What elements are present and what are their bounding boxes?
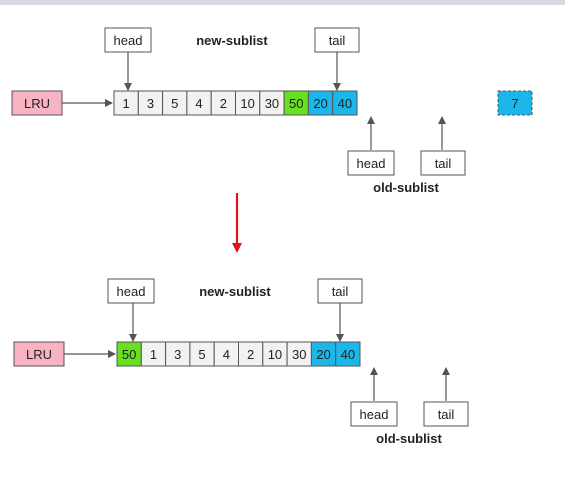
before-old-tail-box <box>420 150 466 176</box>
before-new-head-box <box>104 27 152 53</box>
after-cell-9 <box>335 341 361 367</box>
after-cell-value-1: 1 <box>150 347 157 362</box>
after-new-tail-box <box>317 278 363 304</box>
after-new-sublist-label: new-sublist <box>199 284 271 299</box>
after-old-sublist-label: old-sublist <box>376 431 442 446</box>
after-cell-2 <box>165 341 191 367</box>
before-cell-6 <box>259 90 285 116</box>
before-cell-9 <box>332 90 358 116</box>
after-cell-value-9: 40 <box>341 347 355 362</box>
before-lru-box <box>11 90 63 116</box>
after-cell-value-7: 30 <box>292 347 306 362</box>
before-cell-value-9: 40 <box>338 96 352 111</box>
before-incoming-box <box>497 90 533 116</box>
before-old-head-box <box>347 150 395 176</box>
after-cell-value-3: 5 <box>198 347 205 362</box>
before-cell-row: 1 3 5 4 2 10 30 50 20 40 <box>113 90 358 116</box>
before-old-sublist-label: old-sublist <box>373 180 439 195</box>
before-new-sublist-label: new-sublist <box>196 33 268 48</box>
before-incoming-value: 7 <box>511 96 518 111</box>
before-cell-7 <box>283 90 309 116</box>
after-cell-5 <box>238 341 264 367</box>
before-cell-value-1: 3 <box>147 96 154 111</box>
before-cell-value-2: 5 <box>171 96 178 111</box>
after-old-head-box <box>350 401 398 427</box>
after-cell-value-8: 20 <box>316 347 330 362</box>
before-diagram: LRU 1 3 5 4 2 10 30 50 20 40 7 head new-sublist t… <box>11 27 533 195</box>
after-cell-3 <box>189 341 215 367</box>
before-cell-5 <box>235 90 261 116</box>
before-lru-label: LRU <box>24 96 50 111</box>
before-cell-value-7: 50 <box>289 96 303 111</box>
after-cell-6 <box>262 341 288 367</box>
after-cell-8 <box>310 341 337 367</box>
after-cell-7 <box>286 341 312 367</box>
before-old-head-label: head <box>357 156 386 171</box>
after-new-head-box <box>107 278 155 304</box>
after-old-head-label: head <box>360 407 389 422</box>
before-cell-8 <box>307 90 334 116</box>
after-lru-label: LRU <box>26 347 52 362</box>
before-cell-4 <box>210 90 236 116</box>
after-cell-1 <box>140 341 167 367</box>
after-cell-value-6: 10 <box>268 347 282 362</box>
after-cell-row: 50 1 3 5 4 2 10 30 20 40 <box>116 341 361 367</box>
after-new-head-label: head <box>117 284 146 299</box>
before-cell-value-8: 20 <box>313 96 327 111</box>
before-old-tail-label: tail <box>435 156 452 171</box>
after-diagram: LRU 50 1 3 5 4 2 10 30 20 40 head new-sublist tai… <box>13 278 469 446</box>
before-cell-value-0: 1 <box>123 96 130 111</box>
after-cell-value-4: 4 <box>223 347 230 362</box>
before-cell-value-4: 2 <box>220 96 227 111</box>
top-border <box>0 0 565 5</box>
before-cell-3 <box>186 90 212 116</box>
after-cell-value-5: 2 <box>247 347 254 362</box>
after-cell-value-2: 3 <box>174 347 181 362</box>
after-cell-4 <box>213 341 239 367</box>
before-cell-value-3: 4 <box>195 96 202 111</box>
after-cell-value-0: 50 <box>122 347 136 362</box>
before-cell-value-6: 30 <box>265 96 279 111</box>
before-cell-value-5: 10 <box>240 96 254 111</box>
after-new-tail-label: tail <box>332 284 349 299</box>
before-cell-2 <box>162 90 188 116</box>
before-new-tail-box <box>314 27 360 53</box>
before-new-tail-label: tail <box>329 33 346 48</box>
after-lru-box <box>13 341 65 367</box>
after-old-tail-box <box>423 401 469 427</box>
before-cell-0 <box>113 90 139 116</box>
before-new-head-label: head <box>114 33 143 48</box>
after-old-tail-label: tail <box>438 407 455 422</box>
